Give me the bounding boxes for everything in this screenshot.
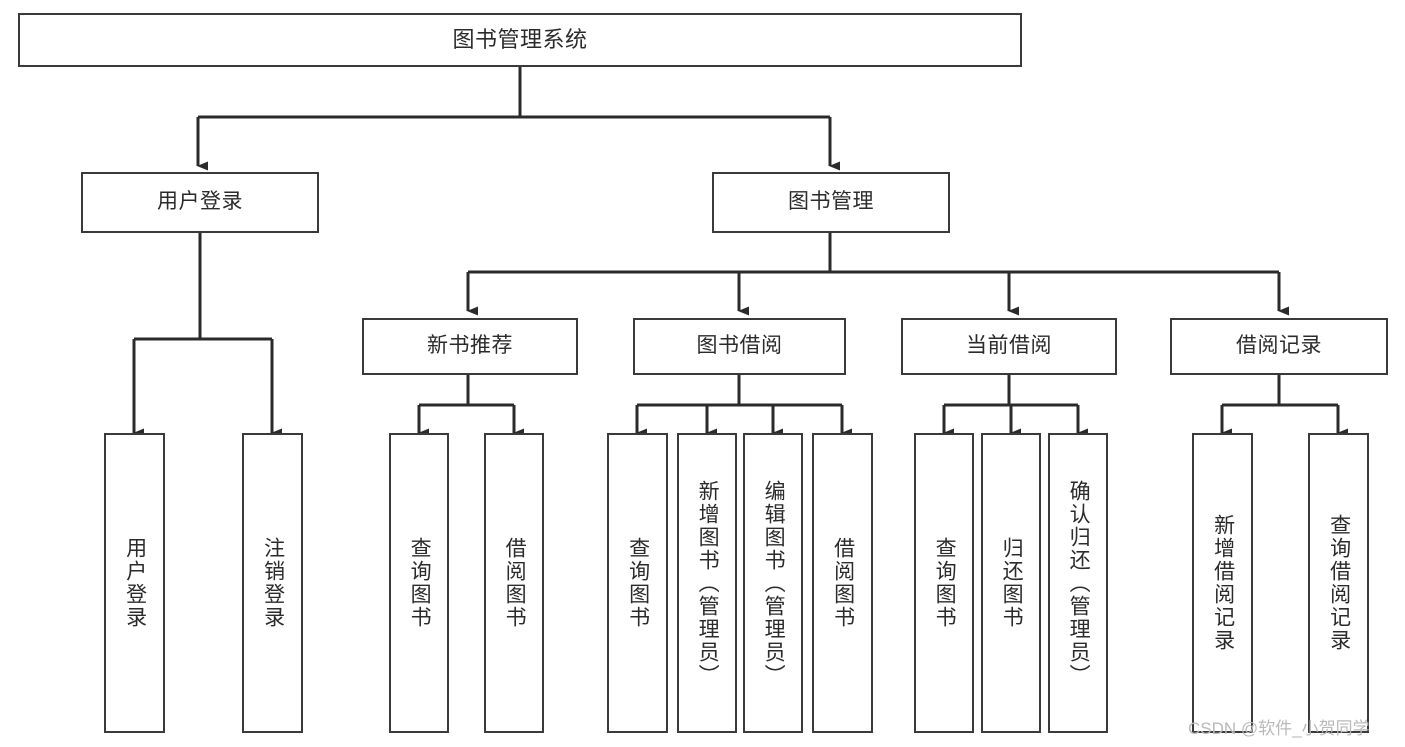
node-label: 图书借阅 xyxy=(696,334,783,358)
node-label: 查询图书 xyxy=(933,537,957,629)
node-leaf-user-login[interactable]: 用户登录 xyxy=(104,433,165,733)
node-leaf-borrow-book-newrec[interactable]: 借阅图书 xyxy=(484,433,544,733)
node-label: 编辑图书（管理员） xyxy=(762,479,786,687)
node-label: 图书管理系统 xyxy=(452,27,588,53)
node-leaf-borrow-book[interactable]: 借阅图书 xyxy=(812,433,873,733)
node-leaf-query-book-newrec[interactable]: 查询图书 xyxy=(389,433,449,733)
node-label: 归还图书 xyxy=(1000,537,1024,629)
node-label: 图书管理 xyxy=(788,190,874,214)
node-book-borrow[interactable]: 图书借阅 xyxy=(633,318,846,375)
node-label: 新增借阅记录 xyxy=(1211,514,1235,652)
node-current-borrow[interactable]: 当前借阅 xyxy=(901,318,1117,375)
node-label: 用户登录 xyxy=(157,190,243,214)
node-label: 借阅图书 xyxy=(831,537,855,629)
node-leaf-return-book[interactable]: 归还图书 xyxy=(981,433,1041,733)
node-label: 借阅记录 xyxy=(1236,334,1322,358)
node-label: 查询图书 xyxy=(408,537,432,629)
node-new-book-recommend[interactable]: 新书推荐 xyxy=(362,318,578,375)
node-label: 确认归还（管理员） xyxy=(1067,479,1091,687)
node-book-management[interactable]: 图书管理 xyxy=(712,172,950,233)
node-label: 注销登录 xyxy=(261,537,285,629)
node-label: 新书推荐 xyxy=(427,334,513,358)
node-leaf-query-borrow-record[interactable]: 查询借阅记录 xyxy=(1308,433,1369,733)
node-label: 查询图书 xyxy=(626,537,650,629)
node-borrow-record[interactable]: 借阅记录 xyxy=(1170,318,1388,375)
node-root-book-management-system[interactable]: 图书管理系统 xyxy=(18,13,1022,67)
node-label: 查询借阅记录 xyxy=(1327,514,1351,652)
node-user-login[interactable]: 用户登录 xyxy=(81,172,319,233)
node-label: 当前借阅 xyxy=(966,334,1052,358)
node-leaf-edit-book-admin[interactable]: 编辑图书（管理员） xyxy=(743,433,803,733)
node-leaf-add-book-admin[interactable]: 新增图书（管理员） xyxy=(677,433,737,733)
node-label: 新增图书（管理员） xyxy=(696,479,720,687)
node-leaf-add-borrow-record[interactable]: 新增借阅记录 xyxy=(1192,433,1253,733)
node-label: 借阅图书 xyxy=(503,537,527,629)
node-leaf-confirm-return-admin[interactable]: 确认归还（管理员） xyxy=(1048,433,1108,733)
node-leaf-logout[interactable]: 注销登录 xyxy=(242,433,303,733)
node-leaf-query-book-borrow[interactable]: 查询图书 xyxy=(607,433,668,733)
node-label: 用户登录 xyxy=(123,537,147,629)
node-leaf-query-book-current[interactable]: 查询图书 xyxy=(914,433,974,733)
